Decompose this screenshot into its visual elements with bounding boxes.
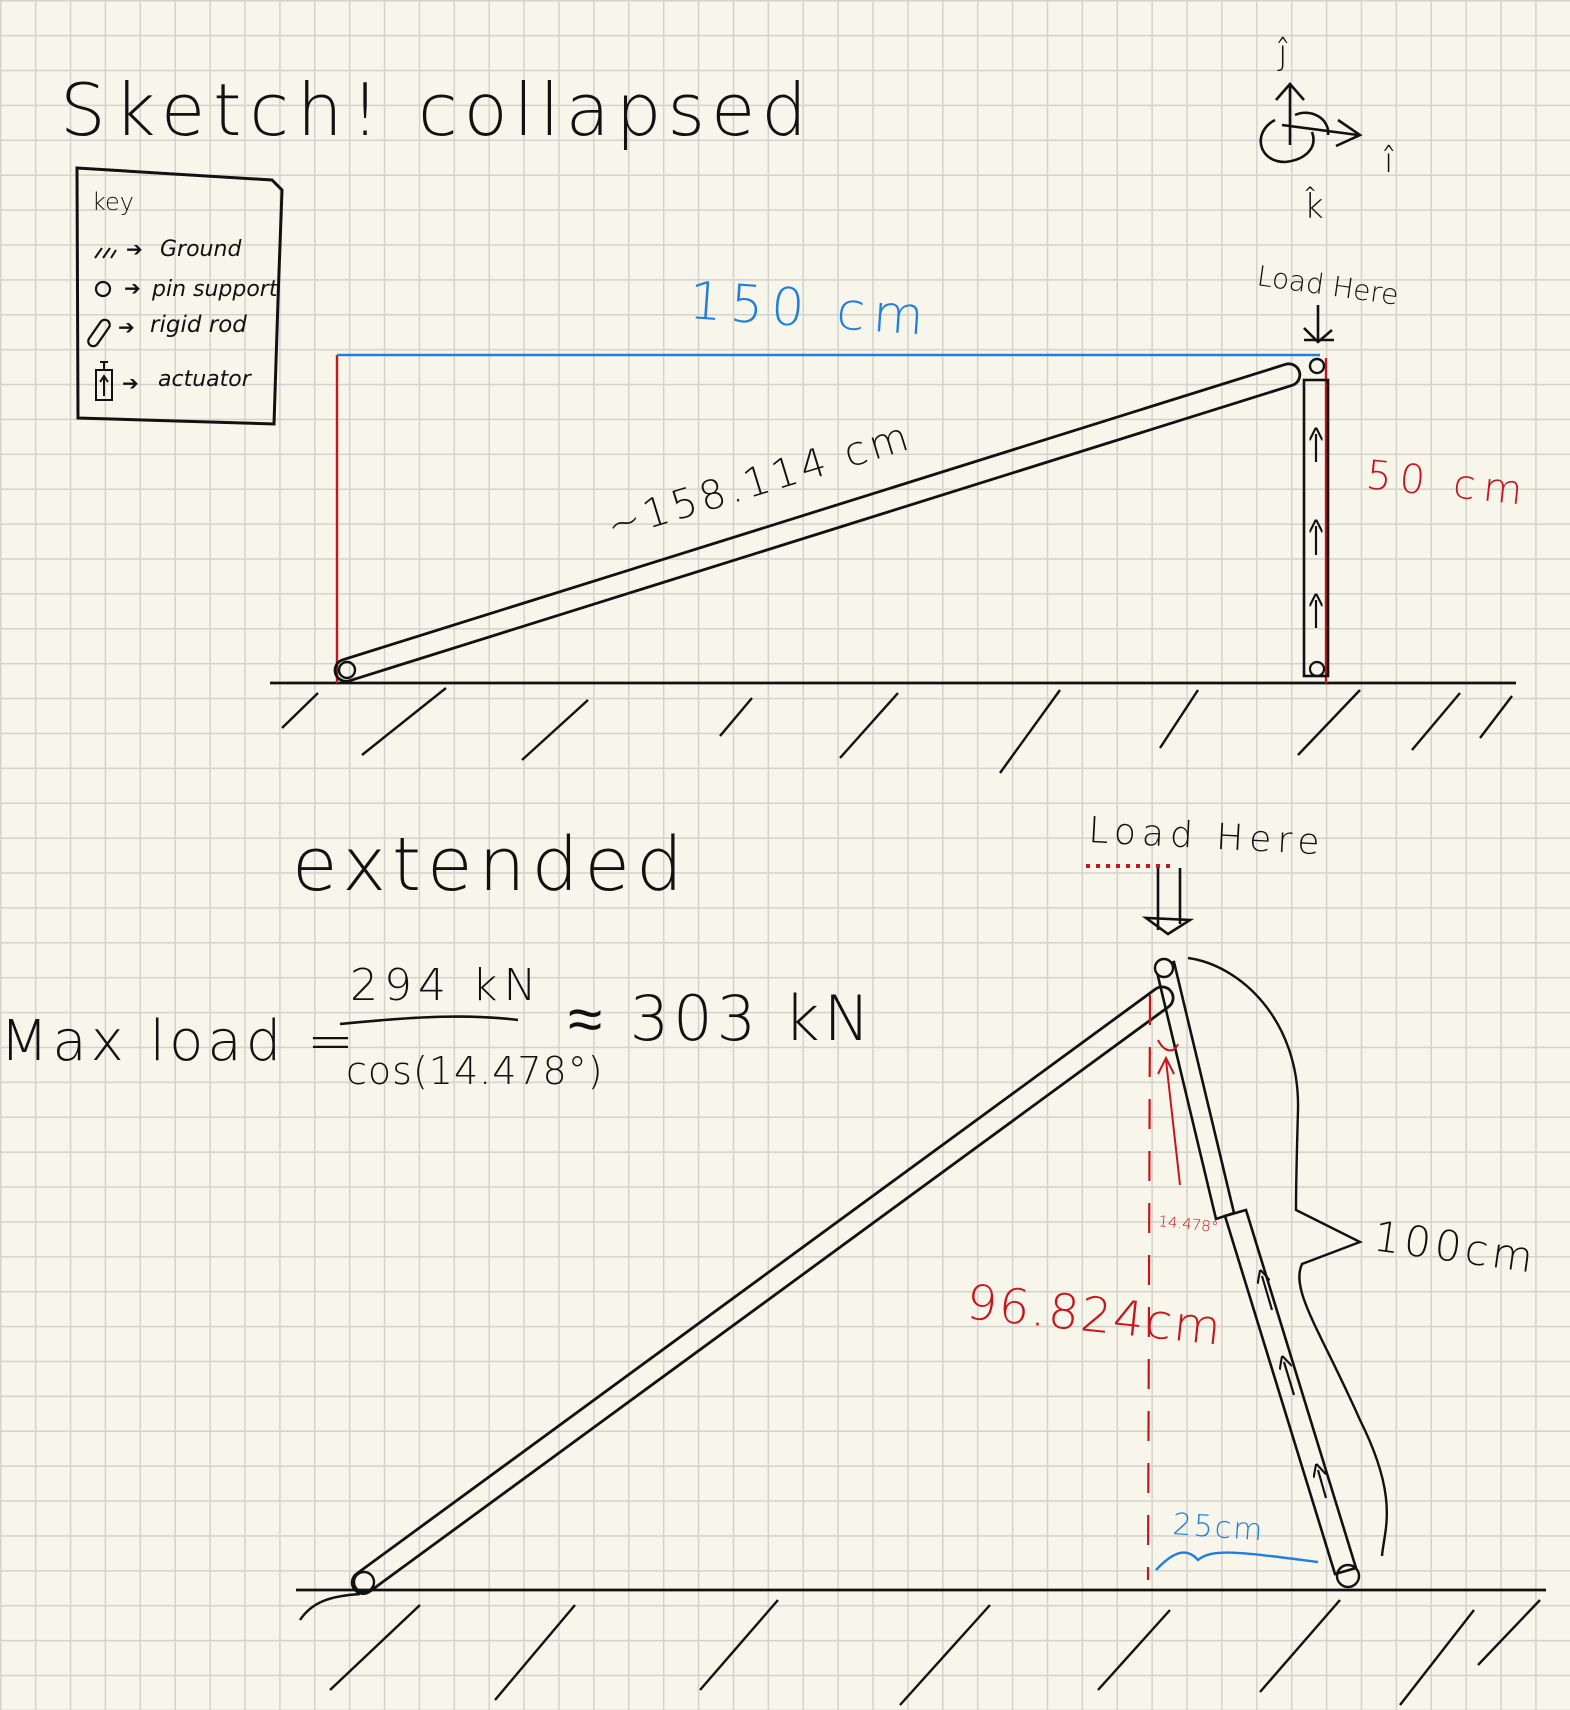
key-title: key — [92, 188, 134, 216]
collapsed-heading: collapsed — [418, 68, 813, 152]
max-load-prefix: Max load = — [0, 1009, 358, 1074]
ground-hatch-icon — [94, 247, 117, 259]
actuator-icon — [95, 361, 113, 401]
length-brace — [1187, 956, 1389, 1557]
key-label-ground: Ground — [160, 237, 242, 262]
pin-support-icon — [94, 280, 112, 298]
key-arrow: ➔ — [118, 315, 135, 339]
actuator-length-label: 100cm — [1371, 1211, 1540, 1282]
key-arrow: ➔ — [126, 237, 143, 261]
axis-i-label: î — [1383, 141, 1394, 181]
key-arrow: ➔ — [124, 276, 141, 300]
pin-support — [352, 1570, 376, 1594]
pin-support — [1335, 1563, 1361, 1589]
key-box — [75, 166, 284, 426]
key-label-pin-support: pin support — [151, 277, 279, 302]
ground-hatch — [299, 1592, 1541, 1706]
key-label-actuator: actuator — [158, 367, 253, 392]
key-label-rigid-rod: rigid rod — [150, 312, 247, 338]
extended-height-label: 96.824cm — [964, 1274, 1226, 1357]
base-brace — [1155, 1551, 1319, 1571]
base-dimension-label: 25cm — [1171, 1507, 1265, 1548]
angle-arc — [1157, 1039, 1179, 1052]
rotation-arrow-icon — [1259, 118, 1315, 164]
formula-numerator: 294 kN — [350, 960, 542, 1011]
actuator — [1154, 960, 1358, 1576]
formula-result: ≈ 303 kN — [568, 982, 874, 1055]
actuator — [1302, 378, 1330, 678]
page-title: Sketch! — [60, 68, 387, 152]
coordinate-axes — [1259, 82, 1363, 164]
axis-j-label: ĵ — [1277, 33, 1288, 73]
angle-label: 14.478° — [1158, 1212, 1220, 1236]
max-load-formula: Max load = 294 kN cos(14.478°) ≈ 303 kN — [0, 960, 874, 1093]
rigid-rod — [350, 985, 1175, 1595]
rigid-rod — [333, 362, 1302, 683]
width-dimension-label: 150 cm — [687, 271, 934, 348]
axis-k-label: k̂ — [1304, 186, 1324, 227]
pin-support — [337, 660, 357, 680]
height-dimension-label: 50 cm — [1364, 452, 1532, 515]
key-legend: key ➔ Ground ➔ pin support ➔ rigid rod ➔… — [75, 166, 284, 426]
rigid-rod-icon — [87, 318, 111, 348]
extended-heading: extended — [292, 822, 689, 908]
pin-support — [1308, 357, 1326, 375]
ground-hatch — [281, 687, 1513, 774]
key-arrow: ➔ — [122, 371, 139, 395]
extended-diagram: 14.478° 96.824cm 25cm 100cm Load Here — [296, 810, 1546, 1706]
load-arrow-icon — [1141, 868, 1195, 936]
height-dimension-line — [1146, 994, 1152, 1581]
load-label-extended: Load Here — [1088, 810, 1327, 863]
collapsed-diagram: 150 cm 50 cm ~158.114 cm Load Here — [270, 259, 1532, 774]
load-label-collapsed: Load Here — [1255, 259, 1401, 312]
formula-denominator: cos(14.478°) — [346, 1049, 604, 1093]
angle-arrow — [1165, 1059, 1181, 1186]
load-arrow-icon — [1303, 305, 1334, 344]
fraction-bar — [339, 1015, 519, 1026]
pin-support — [1153, 957, 1175, 979]
